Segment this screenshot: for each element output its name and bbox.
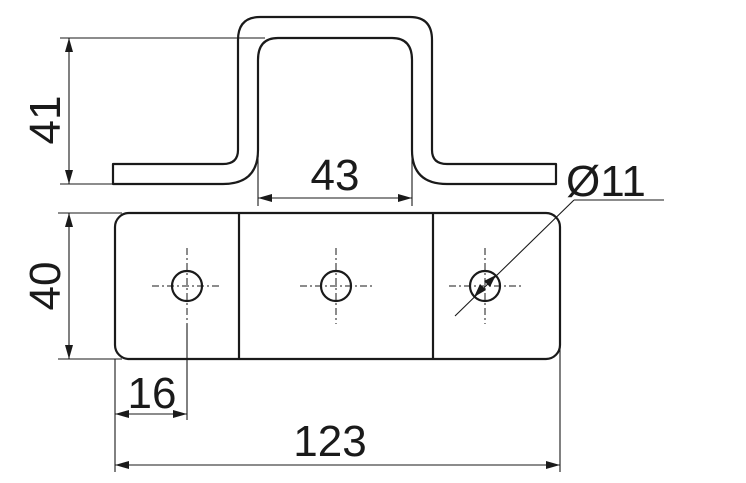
dimension-height-41: 41: [21, 37, 265, 185]
strap-profile-outline: [111, 15, 558, 186]
dimension-hole-diameter: Ø11: [454, 157, 664, 317]
dimension-bridge-43: 43: [257, 150, 413, 206]
dimension-label-43: 43: [311, 151, 360, 200]
dimension-label-40: 40: [21, 262, 70, 311]
mounting-hole-center: [300, 248, 372, 324]
mounting-hole-left: [152, 248, 222, 324]
plate-outline: [113, 211, 562, 361]
dimension-label-41: 41: [21, 96, 70, 145]
dimension-label-16: 16: [128, 369, 177, 418]
dimension-hole-offset-16: 16: [114, 324, 188, 420]
dimension-plate-width-40: 40: [21, 212, 122, 360]
dimension-overall-123: 123: [114, 340, 561, 472]
side-view-profile: [111, 15, 558, 186]
plan-view-plate: [113, 211, 562, 361]
dimension-label-diameter: Ø11: [566, 157, 646, 206]
dimension-label-123: 123: [293, 417, 366, 466]
